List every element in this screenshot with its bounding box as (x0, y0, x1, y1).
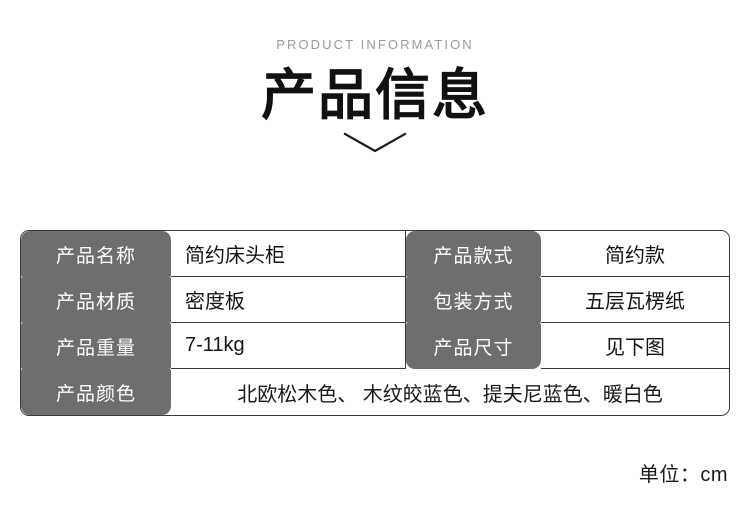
spec-label-text: 产品材质 (21, 277, 171, 323)
spec-value-cell: 见下图 (541, 323, 729, 369)
table-row: 产品重量 7-11kg 产品尺寸 见下图 (21, 323, 729, 369)
page-header: PRODUCT INFORMATION 产品信息 (0, 0, 750, 158)
spec-value-cell: 简约床头柜 (171, 231, 406, 277)
spec-label-cell: 产品尺寸 (406, 323, 541, 369)
spec-label-cell: 产品款式 (406, 231, 541, 277)
unit-note: 单位：cm (638, 464, 728, 486)
table-row: 产品名称 简约床头柜 产品款式 简约款 (21, 231, 729, 277)
spec-label-cell: 产品重量 (21, 323, 171, 369)
spec-label-text: 产品尺寸 (406, 323, 541, 369)
spec-label-cell: 包装方式 (406, 277, 541, 323)
spec-label-text: 包装方式 (406, 277, 541, 323)
spec-value-cell: 简约款 (541, 231, 729, 277)
spec-label-text: 产品款式 (406, 231, 541, 277)
spec-label-cell: 产品颜色 (21, 369, 171, 415)
spec-value-cell: 五层瓦楞纸 (541, 277, 729, 323)
product-spec-table: 产品名称 简约床头柜 产品款式 简约款 产品材质 密度板 包装方式 (20, 230, 730, 416)
eyebrow-text: PRODUCT INFORMATION (276, 37, 474, 52)
table-row: 产品材质 密度板 包装方式 五层瓦楞纸 (21, 277, 729, 323)
spec-label-text: 产品重量 (21, 323, 171, 369)
spec-label-cell: 产品名称 (21, 231, 171, 277)
spec-label-text: 产品名称 (21, 231, 171, 277)
table-row: 产品颜色 北欧松木色、 木纹皎蓝色、提夫尼蓝色、暖白色 (21, 369, 729, 415)
chevron-down-icon (0, 132, 750, 158)
spec-label-text: 产品颜色 (21, 369, 171, 415)
page-title: 产品信息 (260, 64, 489, 126)
spec-value-cell: 北欧松木色、 木纹皎蓝色、提夫尼蓝色、暖白色 (171, 369, 729, 415)
spec-value-cell: 密度板 (171, 277, 406, 323)
spec-label-cell: 产品材质 (21, 277, 171, 323)
spec-value-cell: 7-11kg (171, 323, 406, 369)
spec-table-wrapper: 产品名称 简约床头柜 产品款式 简约款 产品材质 密度板 包装方式 (20, 230, 730, 416)
